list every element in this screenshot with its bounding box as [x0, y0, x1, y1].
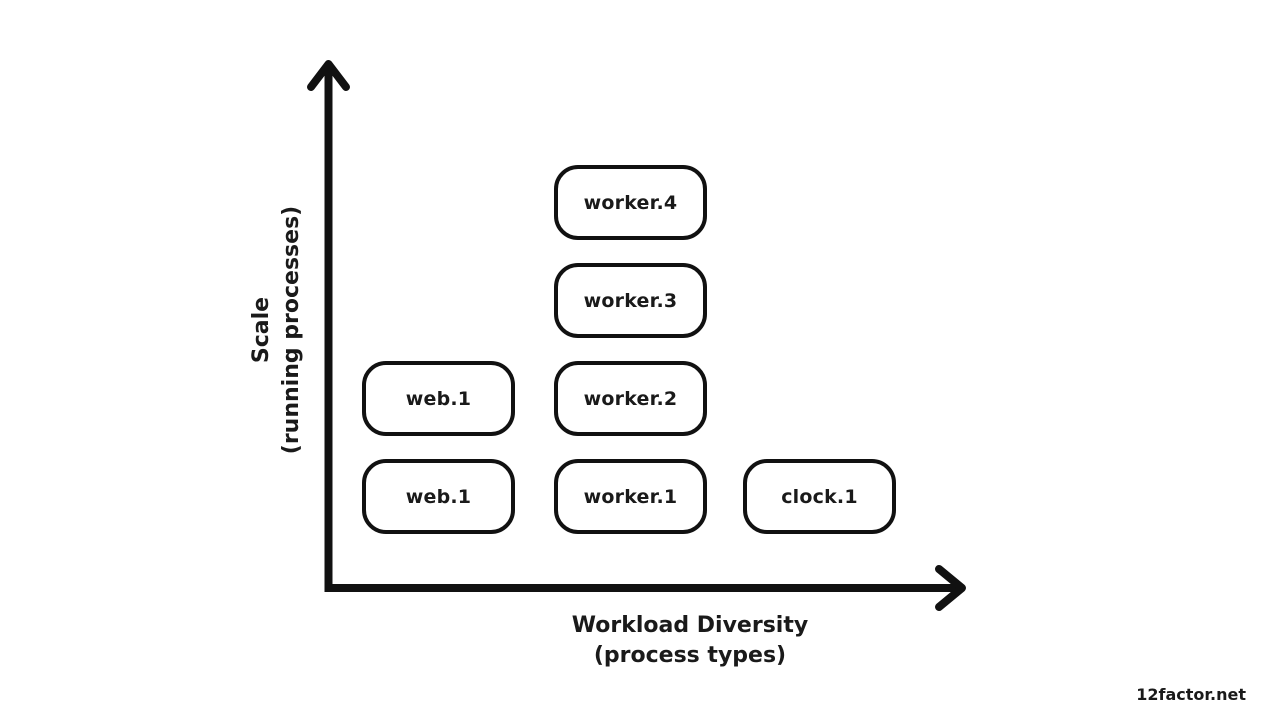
- x-axis-label: Workload Diversity (process types): [572, 611, 808, 671]
- process-box-worker-4: worker.4: [554, 165, 707, 240]
- process-box-clock-1: clock.1: [743, 459, 896, 534]
- y-axis-arrowhead: [307, 60, 350, 91]
- y-axis-title: Scale: [249, 296, 274, 364]
- process-box-web-upper: web.1: [362, 361, 515, 436]
- process-box-worker-2: worker.2: [554, 361, 707, 436]
- process-box-worker-1: worker.1: [554, 459, 707, 534]
- x-axis-arrowhead: [935, 565, 966, 611]
- y-axis-subtitle: (running processes): [279, 205, 304, 455]
- x-axis-subtitle: (process types): [593, 643, 787, 668]
- process-box-web-lower: web.1: [362, 459, 515, 534]
- process-box-worker-3: worker.3: [554, 263, 707, 338]
- watermark-12factor: 12factor.net: [1136, 685, 1246, 704]
- x-axis-title: Workload Diversity: [571, 613, 809, 638]
- y-axis-label: Scale (running processes): [247, 206, 307, 454]
